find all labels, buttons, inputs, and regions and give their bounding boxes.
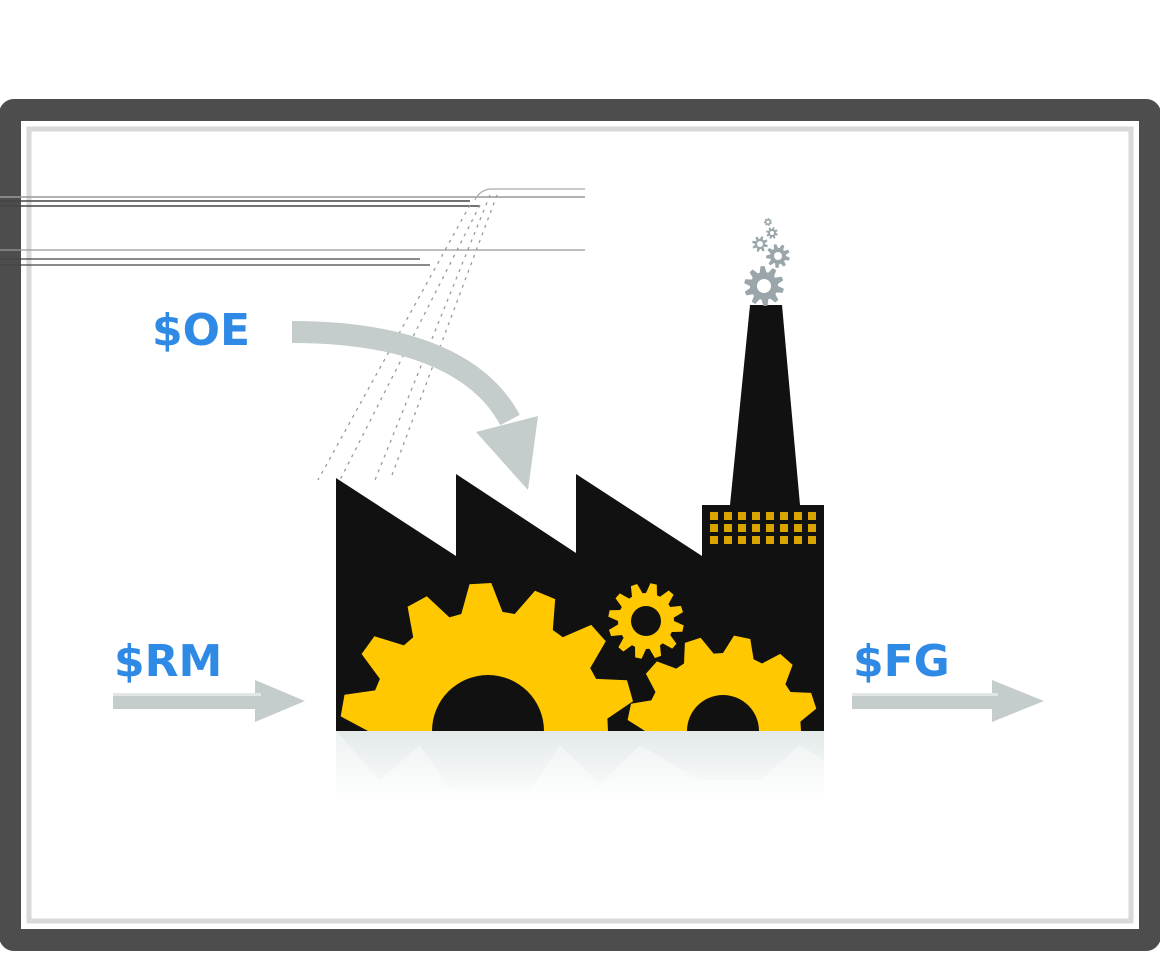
gear-hole: [770, 231, 774, 235]
output-arrow-icon: [852, 680, 1044, 722]
gear-shape: [627, 635, 817, 731]
curved-arrow-icon: [291, 321, 538, 490]
decorative-lines: [0, 188, 585, 266]
frame-inner-edge: [26, 126, 1134, 924]
medium-gear-icon: [627, 635, 817, 731]
gear-shape: [340, 583, 633, 731]
smoke-gears-icon: [744, 218, 790, 306]
gear-hole: [687, 695, 759, 731]
gear-hole: [432, 675, 544, 731]
large-gear-icon: [340, 583, 633, 731]
gear-hole: [766, 220, 770, 224]
gear-hole: [757, 279, 771, 293]
gear-hole: [774, 252, 782, 260]
label-fg: $FG: [853, 636, 950, 687]
small-gear-icon: [608, 583, 684, 659]
label-oe: $OE: [152, 305, 250, 356]
gear-hole: [631, 606, 661, 636]
frame-border: [0, 99, 1160, 951]
input-arrow-icon: [113, 680, 305, 722]
smokestack-icon: [730, 305, 800, 505]
gear-hole: [757, 241, 763, 247]
factory-windows: [710, 512, 816, 544]
factory-reflection: [336, 675, 824, 803]
label-rm: $RM: [114, 636, 222, 687]
